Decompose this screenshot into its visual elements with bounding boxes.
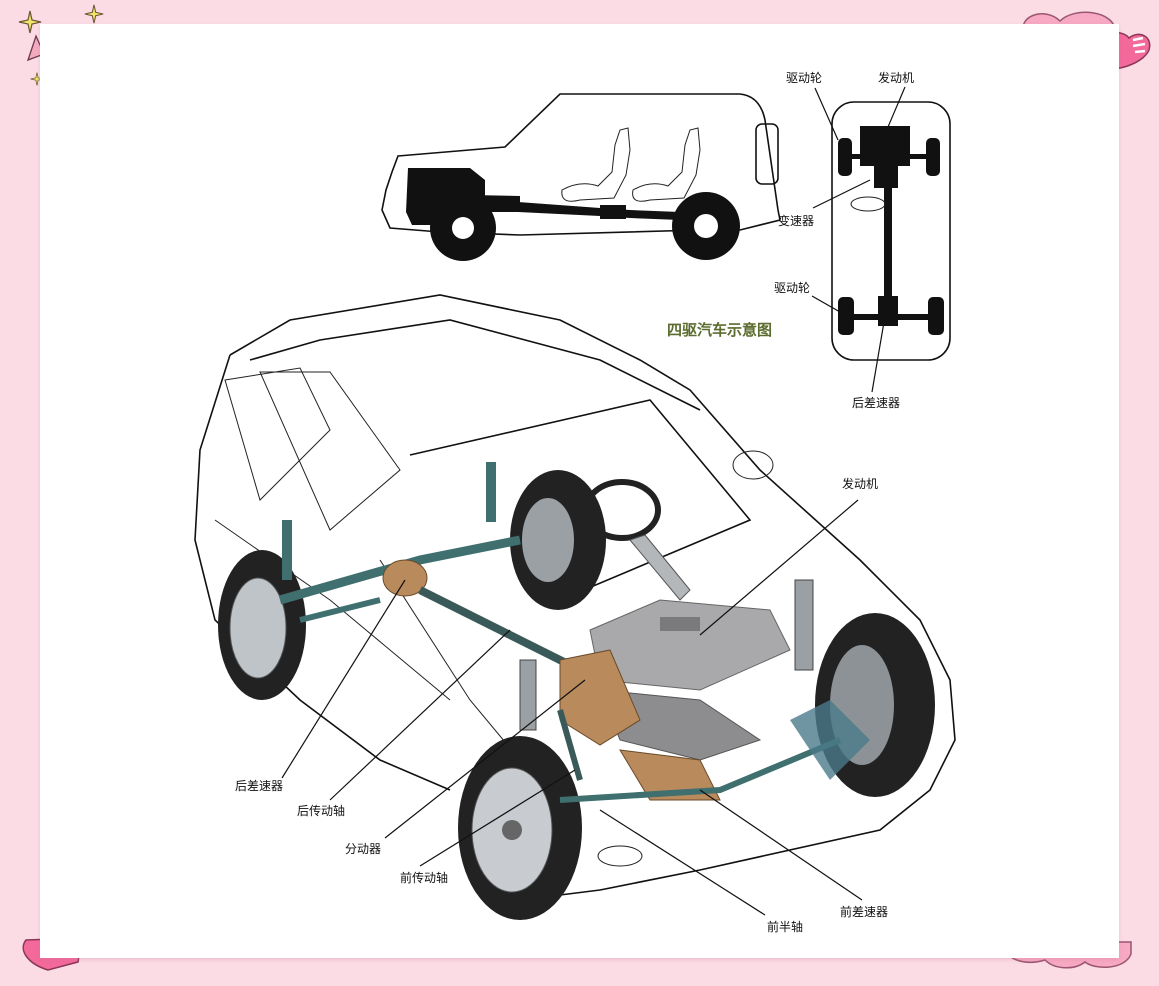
label-engine-schematic: 发动机 — [878, 70, 914, 85]
4wd-diagram: 驱动轮 发动机 变速器 驱动轮 后差速器 四驱汽车示意图 — [194, 70, 956, 934]
label-rear-differential: 后差速器 — [235, 779, 283, 793]
label-engine: 发动机 — [842, 476, 878, 491]
label-rear-driveshaft: 后传动轴 — [297, 803, 345, 818]
label-front-driveshaft: 前传动轴 — [400, 870, 448, 885]
label-rear-differential-schematic: 后差速器 — [852, 396, 900, 410]
schematic-title: 四驱汽车示意图 — [667, 321, 772, 339]
label-front-half-shaft: 前半轴 — [767, 919, 803, 934]
label-rear-drive-wheel: 驱动轮 — [774, 281, 810, 295]
label-front-differential: 前差速器 — [840, 904, 888, 919]
top-view-schematic: 驱动轮 发动机 变速器 驱动轮 后差速器 — [774, 70, 951, 410]
cutaway-car: 发动机 后差速器 后传动轴 分动器 前传动轴 前半轴 前差速器 — [194, 294, 956, 934]
diagram-card: 驱动轮 发动机 变速器 驱动轮 后差速器 四驱汽车示意图 — [40, 24, 1119, 958]
sparkle-icon — [18, 10, 42, 34]
sparkle-icon — [30, 72, 44, 86]
label-transfer-case: 分动器 — [345, 842, 381, 856]
side-view-schematic — [381, 93, 781, 261]
label-front-drive-wheel: 驱动轮 — [786, 71, 822, 85]
sparkle-icon — [84, 4, 104, 24]
label-transmission: 变速器 — [778, 213, 814, 228]
